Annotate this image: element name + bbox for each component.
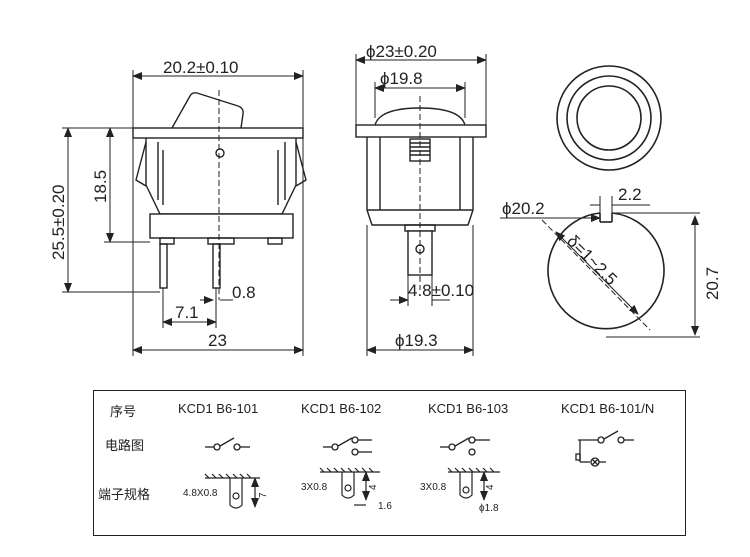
side-rocker-dia-label: ϕ19.8 [380,69,423,88]
circuit-symbol-101 [205,437,250,451]
terminal-3-hole: ϕ1.8 [479,503,499,514]
row-label-circuit: 电路图 [105,438,145,453]
model-101: KCD1 B6-101 [178,401,259,416]
terminal-2-offset: 1.6 [378,501,392,512]
circuit-symbol-102 [323,436,372,456]
row-label-terminal: 端子规格 [98,487,151,502]
side-dimensions [355,54,487,356]
cutout-key-label: 2.2 [618,185,642,204]
terminal-2-height: 4 [368,484,379,490]
top-view [556,65,662,171]
side-flange-dia-label: ϕ23±0.20 [366,42,437,61]
side-body-dia-label: ϕ19.3 [395,331,438,350]
cutout-dia-label: ϕ20.2 [502,199,545,218]
front-dimensions [62,70,304,356]
panel-thickness-label: δ=1~2.5 [563,231,621,289]
terminal-3-spec: 3X0.8 [420,482,447,493]
terminal-1-spec: 4.8X0.8 [183,488,218,499]
model-table: 序号 电路图 端子规格 KCD1 B6-101 KCD1 B6-102 KCD1… [93,390,686,536]
cutout-dimensions [500,196,700,338]
model-101n: KCD1 B6-101/N [561,401,655,416]
front-view [132,92,307,289]
front-total-height-label: 25.5±0.20 [49,184,68,260]
model-103: KCD1 B6-103 [428,401,509,416]
terminal-1-height: 7 [258,492,269,498]
front-width-label: 20.2±0.10 [163,58,239,77]
front-body-height-label: 18.5 [91,170,110,203]
terminal-symbol-3 [447,467,500,501]
circuit-symbol-101n [575,430,634,467]
model-102: KCD1 B6-102 [301,401,382,416]
row-label-serial: 序号 [110,404,137,419]
side-terminal-width-label: 4.8±0.10 [408,281,474,300]
terminal-symbol-2 [319,467,380,506]
cutout-height-label: 20.7 [703,267,722,300]
front-base-width-label: 23 [208,331,227,350]
terminal-symbol-1 [204,473,260,509]
front-pin-thickness-label: 0.8 [232,283,256,302]
terminal-3-height: 4 [485,484,496,490]
side-view [355,107,487,276]
terminal-2-spec: 3X0.8 [301,482,328,493]
circuit-symbol-103 [440,436,490,456]
front-pin-spacing-label: 7.1 [175,303,199,322]
